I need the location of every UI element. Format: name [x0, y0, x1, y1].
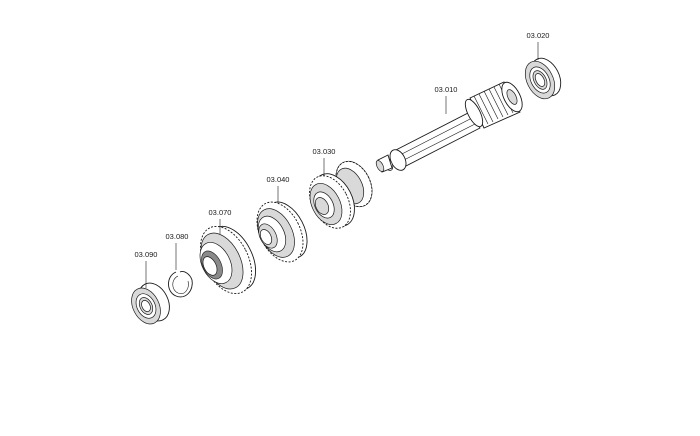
snap-ring [168, 271, 193, 298]
gear-large [199, 225, 257, 295]
label-03-030: 03.030 [313, 147, 336, 156]
label-03-070: 03.070 [209, 208, 232, 217]
bearing-left [131, 282, 170, 325]
label-03-020: 03.020 [527, 31, 550, 40]
label-03-080: 03.080 [166, 232, 189, 241]
label-03-040: 03.040 [267, 175, 290, 184]
gear-mid [256, 201, 308, 263]
label-03-010: 03.010 [435, 85, 458, 94]
label-03-090: 03.090 [135, 250, 158, 259]
bearing-right [524, 57, 562, 100]
main-shaft [375, 81, 523, 173]
callout-leaders [145, 42, 539, 288]
gear-double [309, 160, 373, 229]
